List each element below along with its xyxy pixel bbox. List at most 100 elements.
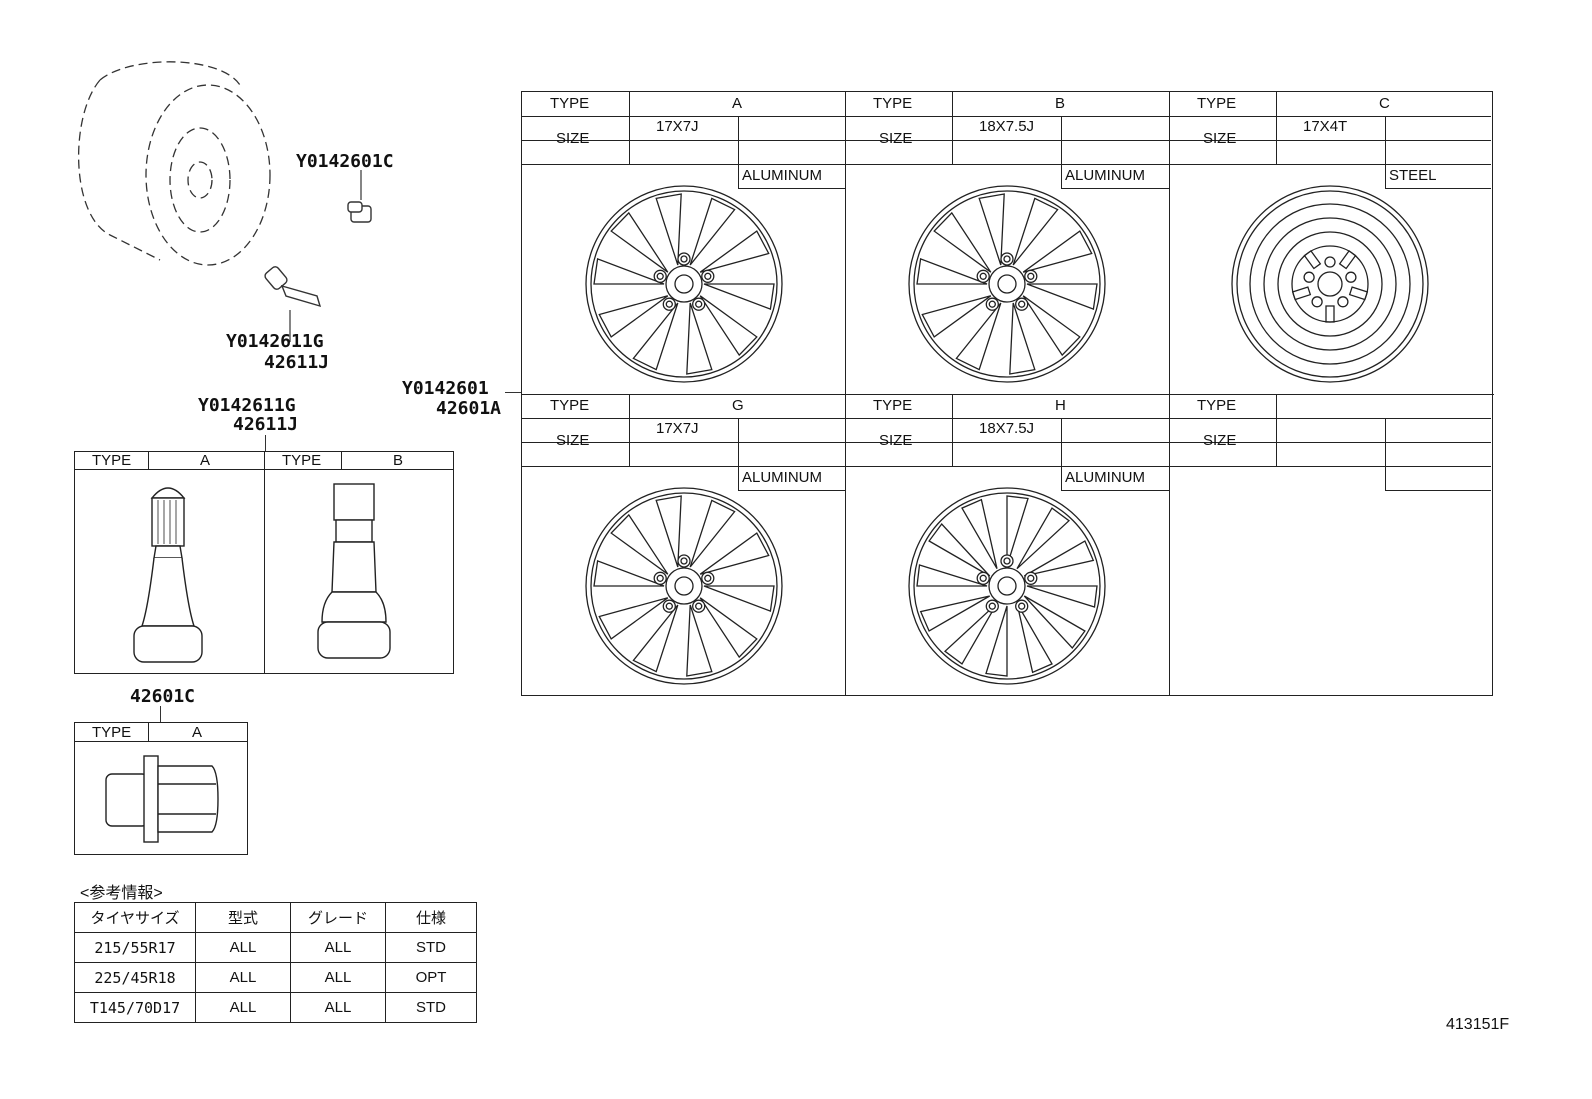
part-number-cap: Y0142601C: [296, 151, 394, 172]
wheel-type-label: TYPE: [1197, 95, 1237, 112]
wheel-size-label: SIZE: [1203, 130, 1237, 147]
ref-header-tire-size: タイヤサイズ: [74, 902, 196, 933]
part-number-valve-g: Y0142611G: [226, 331, 324, 352]
ref-cell: ALL: [195, 992, 291, 1023]
wheel-type-value: H: [1055, 397, 1066, 414]
part-number-wheel-main: Y0142601: [402, 378, 489, 399]
wheel-type-h-icon: [908, 487, 1106, 685]
grid-line: [629, 92, 631, 164]
valve-type-b-icon: [317, 483, 391, 659]
grid-line: [845, 466, 1169, 468]
ref-cell: 225/45R18: [74, 962, 196, 993]
wheel-material: STEEL: [1389, 167, 1437, 184]
wheel-type-value: G: [732, 397, 744, 414]
ref-cell: ALL: [290, 962, 386, 993]
valve-stem-icon: [264, 266, 322, 342]
wheel-type-a-icon: [584, 185, 783, 383]
ref-cell: ALL: [195, 962, 291, 993]
grid-line: [1169, 466, 1491, 468]
ref-cell: 215/55R17: [74, 932, 196, 963]
wheel-grid: TYPE A SIZE 17X7J ALUMINUM TYPE B SIZE 18X7.5J AL…: [521, 91, 1494, 696]
grid-line: [845, 394, 847, 696]
grid-line: [1385, 188, 1491, 190]
reference-title: <参考情報>: [80, 885, 163, 902]
reference-table: タイヤサイズ 型式 グレード 仕様 215/55R17 ALL ALL STD …: [74, 902, 477, 1023]
cap-icon: [347, 170, 372, 223]
grid-line: [522, 466, 845, 468]
wheel-size-value: 17X7J: [656, 420, 699, 437]
grid-line: [1061, 116, 1063, 188]
grid-line: [738, 116, 740, 188]
nut-table: [74, 722, 248, 855]
grid-line: [845, 92, 847, 394]
grid-line: [629, 442, 845, 444]
wheel-type-value: C: [1379, 95, 1390, 112]
grid-line: [952, 394, 954, 466]
grid-line: [1385, 418, 1387, 490]
grid-line: [1169, 394, 1171, 696]
valve-a-type-value: A: [200, 452, 211, 469]
grid-line: [1276, 92, 1278, 164]
nut-type-value: A: [192, 724, 203, 741]
valve-leader: [265, 435, 267, 451]
grid-line: [1276, 140, 1491, 142]
valve-type-a-icon: [133, 487, 203, 663]
nut-type-label: TYPE: [92, 724, 132, 741]
ref-cell: STD: [385, 932, 477, 963]
wheel-material: ALUMINUM: [1065, 469, 1146, 486]
ref-header-model: 型式: [195, 902, 291, 933]
reference-row: T145/70D17 ALL ALL STD: [74, 992, 477, 1023]
ref-header-spec: 仕様: [385, 902, 477, 933]
grid-line: [1169, 418, 1491, 420]
wheel-type-label: TYPE: [550, 95, 590, 112]
wheel-material: ALUMINUM: [742, 469, 823, 486]
lug-nut-icon: [105, 755, 219, 843]
wheel-size-label: SIZE: [879, 130, 913, 147]
wheel-size-value: 18X7.5J: [979, 420, 1035, 437]
grid-line: [629, 394, 631, 466]
wheel-size-value: 17X7J: [656, 118, 699, 135]
ref-cell: ALL: [290, 992, 386, 1023]
wheel-size-label: SIZE: [556, 432, 590, 449]
grid-line: [522, 418, 845, 420]
grid-line: [738, 418, 740, 490]
grid-line: [845, 164, 1169, 166]
part-number-valve-g2: Y0142611G: [198, 395, 296, 416]
grid-line: [1169, 116, 1491, 118]
part-number-wheel-sub: 42601A: [436, 398, 502, 419]
wheel-type-b-icon: [908, 185, 1106, 383]
grid-line: [738, 188, 845, 190]
grid-line: [522, 116, 845, 118]
grid-line: [1169, 92, 1171, 394]
valve-b-type-label: TYPE: [282, 452, 322, 469]
grid-line: [522, 164, 845, 166]
grid-line: [952, 442, 1169, 444]
wheel-size-label: SIZE: [1203, 432, 1237, 449]
reference-row: 215/55R17 ALL ALL STD: [74, 932, 477, 963]
wheel-type-label: TYPE: [550, 397, 590, 414]
wheel-type-value: B: [1055, 95, 1066, 112]
grid-line: [629, 140, 845, 142]
wheel-size-value: 18X7.5J: [979, 118, 1035, 135]
wheel-type-label: TYPE: [873, 95, 913, 112]
ref-cell: OPT: [385, 962, 477, 993]
grid-line: [845, 116, 1169, 118]
wheel-size-label: SIZE: [556, 130, 590, 147]
ref-cell: ALL: [290, 932, 386, 963]
wheel-size-label: SIZE: [879, 432, 913, 449]
ref-header-grade: グレード: [290, 902, 386, 933]
grid-line: [1061, 188, 1169, 190]
figure-id: 413151F: [1446, 1016, 1510, 1033]
ref-cell: STD: [385, 992, 477, 1023]
grid-line: [952, 140, 1169, 142]
wheel-type-label: TYPE: [873, 397, 913, 414]
reference-row: 225/45R18 ALL ALL OPT: [74, 962, 477, 993]
part-number-valve-j: 42611J: [264, 352, 330, 373]
reference-header-row: タイヤサイズ 型式 グレード 仕様: [74, 902, 477, 933]
grid-line: [1385, 490, 1491, 492]
ref-cell: T145/70D17: [74, 992, 196, 1023]
wheel-type-value: A: [732, 95, 743, 112]
grid-line: [1061, 418, 1063, 490]
grid-line: [1276, 394, 1278, 466]
wheel-type-c-icon: [1231, 185, 1429, 383]
